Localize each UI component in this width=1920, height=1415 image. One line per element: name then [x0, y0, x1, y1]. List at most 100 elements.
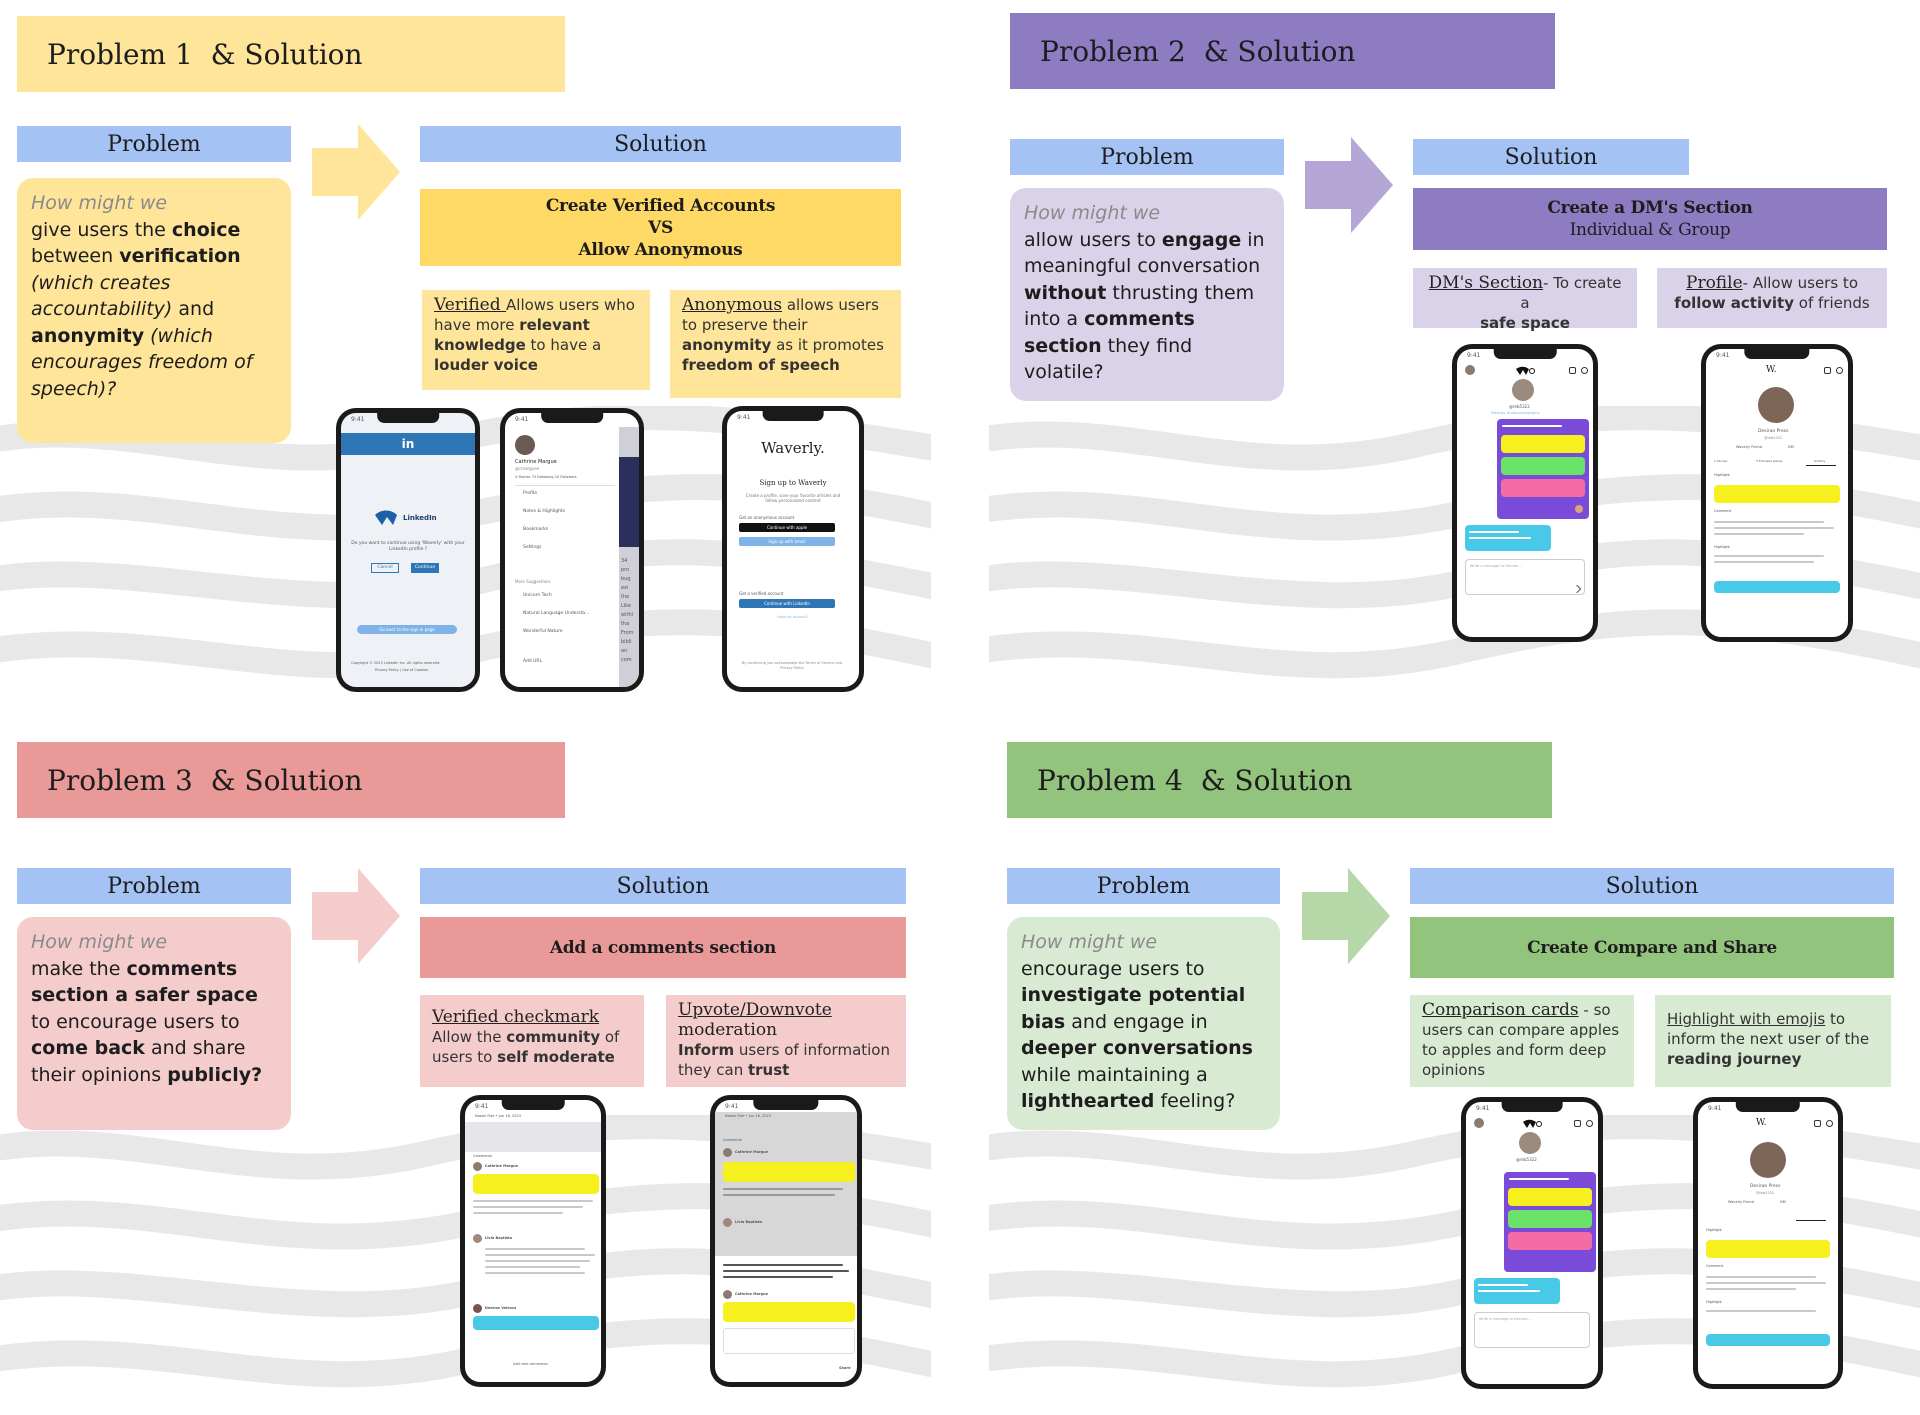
highlight-emojis-card: Highlight with emojis to inform the next…: [1655, 995, 1891, 1087]
slide-title: Problem 1 & Solution: [17, 16, 565, 92]
search-icon[interactable]: [1586, 1120, 1593, 1127]
bell-icon[interactable]: [1569, 367, 1576, 374]
signup-heading: Sign up to Waverly: [759, 479, 827, 487]
problem-header: Problem: [1010, 139, 1284, 175]
message-bubble-received: [1465, 525, 1551, 551]
problem-header: Problem: [17, 868, 291, 904]
search-icon[interactable]: [1836, 367, 1843, 374]
add-url-button[interactable]: Add URL: [523, 659, 543, 664]
menu-item-notes[interactable]: Notes & Highlights: [523, 509, 566, 514]
profile-avatar: [1758, 387, 1794, 423]
how-might-we-label: How might we: [31, 931, 168, 953]
signup-subtitle: Create a profile, save your favorite art…: [745, 493, 841, 503]
message-input[interactable]: Write a message to Desirae...: [1465, 559, 1585, 595]
dm-section-card: DM's Section- To create a safe space: [1413, 268, 1637, 332]
problem-3-slide: Problem 3 & Solution Problem Solution Ho…: [0, 731, 931, 1415]
continue-linkedin-button[interactable]: Continue with LinkedIn: [739, 599, 835, 608]
comment-input[interactable]: [723, 1328, 855, 1354]
bell-icon[interactable]: [1574, 1120, 1581, 1127]
continue-apple-button[interactable]: Continue with apple: [739, 523, 835, 532]
linkedin-header: in: [341, 433, 475, 455]
message-input[interactable]: Write a message to Desirae...: [1474, 1312, 1590, 1348]
search-icon[interactable]: [1826, 1120, 1833, 1127]
anonymous-card: Anonymous allows users to preserve their…: [670, 290, 901, 398]
article-byline: Naomi Fide • Jun 16, 2023: [725, 1114, 771, 1118]
problem-text: between: [31, 245, 120, 267]
login-link[interactable]: Have an account?: [777, 615, 809, 619]
activity-comment-label: Comment: [1714, 509, 1732, 513]
highlight-card: [1706, 1334, 1830, 1346]
share-button[interactable]: Share: [839, 1366, 851, 1370]
bell-icon[interactable]: [1824, 367, 1831, 374]
phone-mockup-profile-activity: 9:41 W. Desirae Press @reb5322 Waverly F…: [1701, 344, 1853, 642]
message-bubble-received: [1474, 1278, 1560, 1304]
activity-highlight-label: Highlight: [1706, 1228, 1722, 1232]
tab-waves[interactable]: 3 Followed waves: [1756, 459, 1783, 463]
problem-aside: (which creates accountability): [31, 271, 173, 321]
status-time: 9:41: [475, 1103, 489, 1110]
signup-email-button[interactable]: Sign up with email: [739, 537, 835, 546]
phone-mockup-dm-chat: 9:41 @reb5322 Settings #natureandgraphy …: [1452, 344, 1598, 642]
commenter-name: Cathrine Margue: [735, 1292, 769, 1296]
problem-emphasis: come back: [31, 1037, 145, 1059]
problem-text: they find volatile?: [1024, 334, 1193, 384]
continue-button[interactable]: Continue: [411, 563, 439, 573]
card-emphasis: self moderate: [497, 1048, 615, 1066]
problem-header: Problem: [17, 126, 291, 162]
add-comment-button[interactable]: Add new comments: [513, 1362, 548, 1366]
card-text: of users to: [432, 1028, 620, 1066]
arrow-right-icon: [312, 124, 400, 220]
search-icon[interactable]: [1581, 367, 1588, 374]
suggestion-item[interactable]: Natural Language Understa...: [523, 611, 590, 616]
problem-text: make the: [31, 957, 127, 980]
card-emphasis: Inform: [678, 1041, 735, 1059]
tab-activity[interactable]: Activity: [1814, 459, 1826, 463]
menu-item-profile[interactable]: Profile: [523, 491, 537, 496]
waverly-logo: W.: [1766, 365, 1777, 375]
solution-banner: Add a comments section: [420, 917, 906, 978]
problem-emphasis: without: [1024, 281, 1107, 304]
suggestion-item[interactable]: Wonderful Nature: [523, 629, 563, 634]
card-emphasis: safe space: [1480, 314, 1570, 332]
arrow-right-icon: [312, 868, 400, 964]
highlight-card: [1714, 485, 1840, 503]
suggestion-item[interactable]: Unicorn Tech: [523, 593, 552, 598]
solution-line: Create Verified Accounts: [545, 195, 776, 216]
comparison-cards-card: Comparison cards - so users can compare …: [1410, 995, 1634, 1087]
send-icon[interactable]: [1572, 584, 1582, 594]
problem-text: feeling?: [1154, 1090, 1236, 1112]
bell-icon[interactable]: [1814, 1120, 1821, 1127]
problem-statement: How might we give users the choice betwe…: [17, 178, 291, 443]
card-emphasis: louder voice: [434, 356, 538, 374]
friend-button[interactable]: Waverly Friend: [1728, 1200, 1754, 1204]
back-to-signin-button[interactable]: Go back to the sign in page: [357, 625, 457, 634]
highlight-card: [473, 1316, 599, 1330]
highlight-card: [723, 1162, 855, 1182]
status-time: 9:41: [737, 414, 751, 421]
cancel-button[interactable]: Cancel: [371, 563, 399, 573]
card-title: Verified checkmark: [432, 1007, 600, 1027]
problem-statement: How might we encourage users to investig…: [1007, 917, 1280, 1130]
tab-stories[interactable]: 1 Stories: [1714, 459, 1728, 463]
card-text: - so users can compare apples to apples …: [1422, 1001, 1620, 1079]
status-time: 9:41: [515, 416, 529, 423]
message-input-placeholder: Write a message to Desirae...: [1470, 564, 1522, 568]
waverly-logo-icon: [1523, 1119, 1542, 1128]
dm-button[interactable]: DM: [1780, 1200, 1786, 1204]
dm-button[interactable]: DM: [1788, 445, 1794, 449]
card-emphasis: relevant knowledge: [434, 316, 590, 354]
card-emphasis: freedom of speech: [682, 356, 840, 374]
card-text: users of information they can: [678, 1041, 890, 1079]
menu-item-settings[interactable]: Settings: [523, 545, 542, 550]
menu-item-bookmarks[interactable]: Bookmarks: [523, 527, 549, 532]
solution-header: Solution: [420, 126, 901, 162]
card-title: Anonymous: [682, 295, 783, 315]
terms-text: By continuing you acknowledge the Terms …: [741, 661, 843, 670]
card-title: moderation: [678, 1020, 778, 1040]
card-text: allows users to preserve their: [682, 296, 879, 334]
problem-text: and: [172, 298, 215, 320]
background-feed: 34 pro bug exi the Like withi tha From b…: [619, 427, 639, 687]
card-text: of friends: [1794, 294, 1870, 312]
friend-button[interactable]: Waverly Friend: [1736, 445, 1762, 449]
profile-name: Desirae Press: [1758, 429, 1789, 434]
